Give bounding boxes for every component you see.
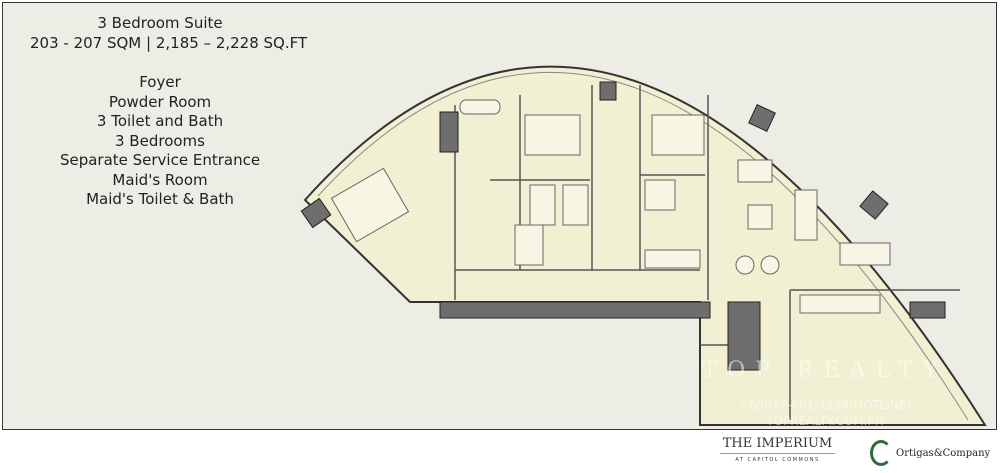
feature-item: Maid's Toilet & Bath [86,190,234,208]
watermark-site: TOPREALTY.COM.PH [766,414,884,428]
feature-list: Foyer Powder Room 3 Toilet and Bath 3 Be… [40,73,280,210]
bed-2 [524,114,581,156]
sofa-side [794,189,818,241]
sofa [737,159,773,183]
imperium-logo: THE IMPERIUM AT CAPITOL COMMONS [720,436,835,463]
watermark-phone: +63917-681-1188(HOTLINE) [738,398,912,412]
ortigas-logo: Ortigas&Company [870,440,990,466]
unit-area: 203 - 207 SQM | 2,185 – 2,228 SQ.FT [30,33,308,52]
facade-glazing [317,71,969,421]
unit-title: 3 Bedroom Suite [97,14,223,32]
coffee-table [747,204,773,230]
unit-info: 3 Bedroom Suite 203 - 207 SQM | 2,185 – … [30,14,307,210]
unit-outline [303,65,987,426]
shower [514,224,544,266]
kitchen-counter [799,294,881,314]
project-subtitle: AT CAPITOL COMMONS [735,457,820,463]
structural-columns [300,81,946,371]
feature-item: 3 Toilet and Bath [96,112,224,130]
project-name: THE IMPERIUM [720,436,835,454]
closet [562,184,589,226]
closet [529,184,556,226]
developer-name: Ortigas&Company [896,447,991,459]
shower [644,179,676,211]
watermark-brand: TOP REALTY [702,358,948,383]
bed-3 [651,114,705,156]
bed-master [330,167,410,243]
interior-walls [454,85,960,420]
armchair [760,255,780,275]
vanity [644,249,701,269]
feature-item: Separate Service Entrance [59,151,261,169]
ortigas-ring-icon [870,440,892,466]
furniture [330,99,891,314]
feature-item: Powder Room [108,92,212,111]
tub [459,99,501,115]
dining-table [839,242,891,266]
feature-item: Maid's Room [112,170,208,189]
armchair [735,255,755,275]
feature-item: Foyer [139,73,181,91]
feature-item: 3 Bedrooms [115,131,205,150]
